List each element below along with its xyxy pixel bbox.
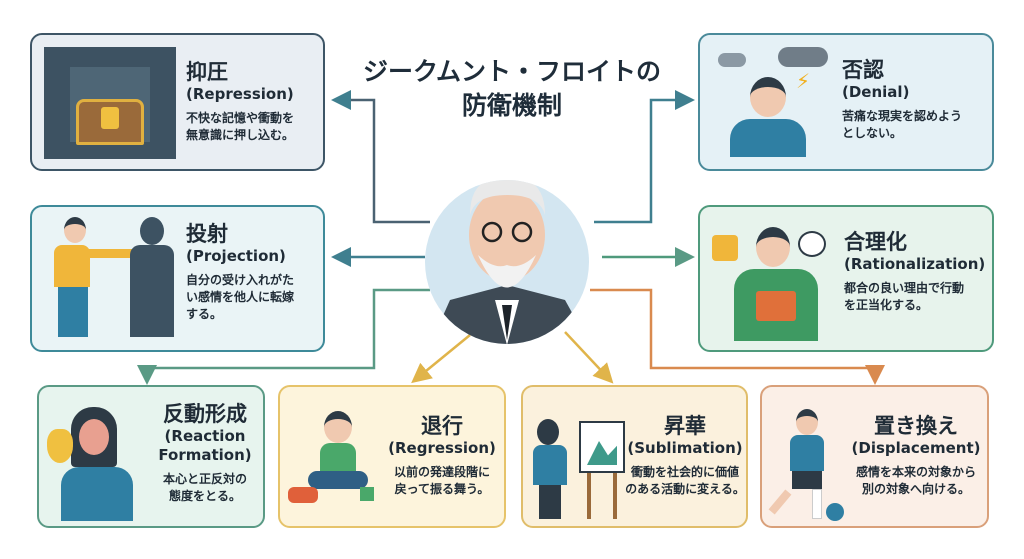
mechanism-english: Formation): [158, 446, 252, 464]
mechanism-description: 都合の良い理由で行動を正当化する。: [844, 281, 965, 312]
card-denial: ⚡ 否認 (Denial) 苦痛な現実を認めようとしない。: [698, 33, 994, 171]
mechanism-english: (Reaction: [164, 427, 246, 445]
covering-eyes-icon: ⚡: [718, 47, 828, 165]
mechanism-description: 以前の発達段階に戻って振る舞う。: [393, 465, 490, 496]
child-toys-icon: [288, 409, 388, 519]
mechanism-english: (Repression): [186, 85, 294, 103]
card-displacement: 置き換え (Displacement) 感情を本来の対象から別の対象へ向ける。: [760, 385, 989, 528]
soccer-kick-icon: [768, 409, 854, 521]
page-title: ジークムント・フロイトの 防衛機制: [330, 55, 694, 123]
mechanism-title: 合理化: [844, 230, 907, 254]
mechanism-english: (Denial): [842, 83, 910, 101]
mechanism-title: 反動形成: [163, 402, 247, 426]
arrow-denial: [594, 90, 695, 224]
mechanism-title: 置き換え: [874, 414, 958, 438]
mechanism-english: (Displacement): [851, 439, 981, 457]
puzzle-book-person-icon: [712, 219, 832, 344]
locked-chest-icon: [44, 47, 176, 159]
mechanism-title: 否認: [842, 58, 884, 82]
mechanism-english: (Rationalization): [844, 255, 986, 273]
mechanism-description: 本心と正反対の態度をとる。: [162, 472, 247, 503]
card-projection: 投射 (Projection) 自分の受け入れがたい感情を他人に転嫁する。: [30, 205, 325, 352]
arrow-displacement: [590, 288, 885, 385]
title-line-1: ジークムント・フロイトの: [362, 57, 661, 86]
mechanism-title: 退行: [421, 414, 463, 438]
arrow-repression: [331, 90, 430, 224]
arrow-reaction: [137, 288, 430, 385]
mechanism-title: 昇華: [664, 414, 706, 438]
card-reaction-formation: 反動形成 (Reaction Formation) 本心と正反対の態度をとる。: [37, 385, 265, 528]
title-line-2: 防衛機制: [461, 91, 562, 120]
arrow-regression: [411, 334, 471, 384]
painter-easel-icon: [533, 409, 633, 521]
mechanism-description: 不快な記憶や衝動を無意識に押し込む。: [186, 111, 295, 142]
mechanism-english: (Projection): [186, 247, 286, 265]
arrow-sublimation: [564, 331, 614, 384]
pointing-person-icon: [52, 217, 182, 342]
card-regression: 退行 (Regression) 以前の発達段階に戻って振る舞う。: [278, 385, 506, 528]
mechanism-title: 投射: [186, 222, 228, 246]
card-repression: 抑圧 (Repression) 不快な記憶や衝動を無意識に押し込む。: [30, 33, 325, 171]
mechanism-english: (Regression): [388, 439, 496, 457]
mechanism-description: 自分の受け入れがたい感情を他人に転嫁する。: [186, 273, 295, 321]
mechanism-description: 衝動を社会的に価値のある活動に変える。: [625, 465, 745, 496]
mechanism-description: 苦痛な現実を認めようとしない。: [842, 109, 963, 140]
mechanism-english: (Sublimation): [627, 439, 743, 457]
mask-woman-icon: [47, 399, 147, 521]
mechanism-title: 抑圧: [186, 60, 228, 84]
card-sublimation: 昇華 (Sublimation) 衝動を社会的に価値のある活動に変える。: [521, 385, 748, 528]
card-rationalization: 合理化 (Rationalization) 都合の良い理由で行動を正当化する。: [698, 205, 994, 352]
mechanism-description: 感情を本来の対象から別の対象へ向ける。: [855, 465, 976, 496]
